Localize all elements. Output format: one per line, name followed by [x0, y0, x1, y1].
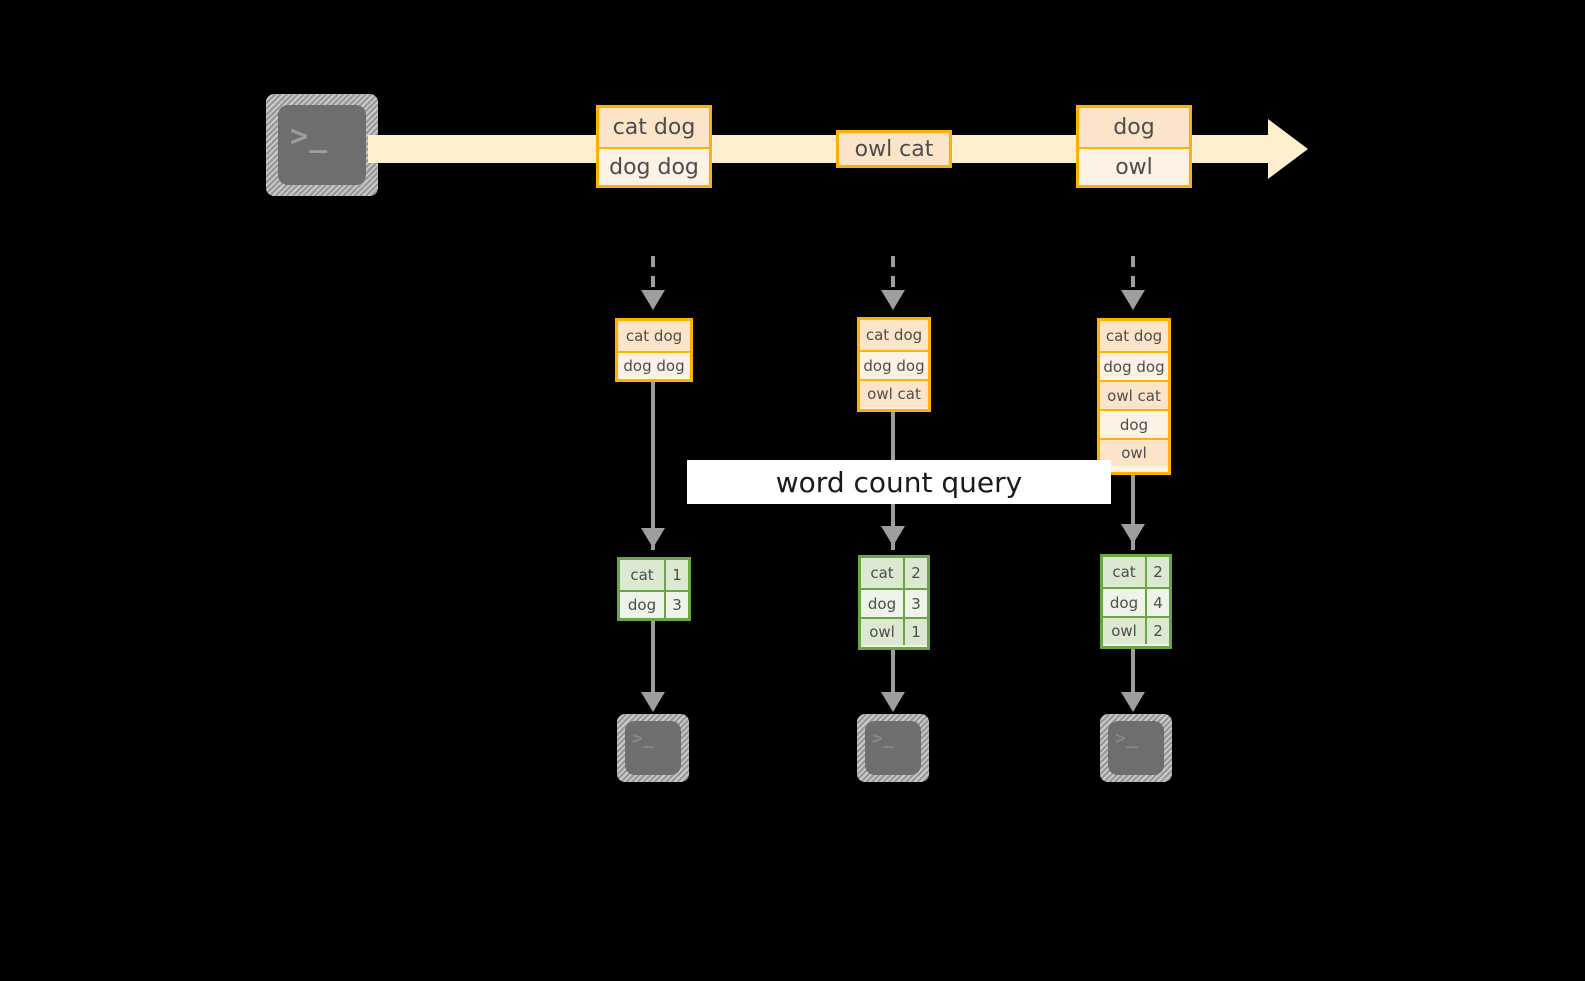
- stage-1-sink-terminal-icon: >_: [617, 714, 689, 782]
- stage-2-query-arrowhead-icon: [881, 526, 905, 546]
- count-word-cell: dog: [861, 590, 905, 617]
- count-row: cat 2: [1103, 557, 1169, 587]
- batch-record-row: cat dog: [618, 321, 690, 351]
- count-row: dog 3: [620, 590, 688, 618]
- stage-1-sink-connector: [651, 621, 655, 703]
- stage-1-query-arrowhead-icon: [641, 528, 665, 548]
- stage-3-query-connector: [1131, 475, 1135, 550]
- stage-3-sink-connector: [1131, 649, 1135, 703]
- count-value-cell: 1: [666, 560, 688, 590]
- batch-record-row: dog dog: [860, 350, 928, 379]
- stream-record-line: dog: [1079, 108, 1189, 147]
- stage-1-batch-box: cat dog dog dog: [615, 318, 693, 382]
- batch-record-row: owl: [1100, 438, 1168, 466]
- count-value-cell: 1: [905, 619, 927, 645]
- batch-record-row: cat dog: [860, 320, 928, 350]
- count-value-cell: 2: [1147, 618, 1169, 644]
- stream-record-line: cat dog: [599, 108, 709, 147]
- count-word-cell: cat: [620, 560, 666, 590]
- count-row: owl 2: [1103, 616, 1169, 644]
- stage-2-batch-box: cat dog dog dog owl cat: [857, 317, 931, 412]
- stream-record-2: owl cat: [836, 130, 952, 168]
- terminal-face: [278, 105, 366, 185]
- terminal-prompt-glyph: >_: [632, 728, 656, 749]
- stage-2-dashed-arrowhead-icon: [881, 290, 905, 310]
- stage-3-query-arrowhead-icon: [1121, 524, 1145, 544]
- count-row: cat 1: [620, 560, 688, 590]
- batch-record-row: dog dog: [1100, 351, 1168, 380]
- terminal-face: [865, 721, 921, 775]
- stream-record-1: cat dog dog dog: [596, 105, 712, 188]
- stage-1-dashed-arrowhead-icon: [641, 290, 665, 310]
- terminal-prompt-glyph: >_: [872, 728, 896, 749]
- stage-2-count-table: cat 2 dog 3 owl 1: [858, 555, 930, 650]
- stage-2-sink-terminal-icon: >_: [857, 714, 929, 782]
- terminal-prompt-glyph: >_: [1115, 728, 1139, 749]
- stage-3-dashed-arrowhead-icon: [1121, 290, 1145, 310]
- count-row: dog 4: [1103, 587, 1169, 616]
- stage-3-sink-arrowhead-icon: [1121, 692, 1145, 712]
- count-row: dog 3: [861, 588, 927, 617]
- stage-1-dashed-connector: [651, 256, 655, 292]
- count-word-cell: cat: [861, 558, 905, 588]
- batch-record-row: cat dog: [1100, 321, 1168, 351]
- count-row: cat 2: [861, 558, 927, 588]
- stream-record-line: dog dog: [599, 147, 709, 185]
- stage-3-dashed-connector: [1131, 256, 1135, 292]
- count-word-cell: cat: [1103, 557, 1147, 587]
- stage-3-count-table: cat 2 dog 4 owl 2: [1100, 554, 1172, 649]
- count-word-cell: owl: [1103, 618, 1147, 644]
- stream-record-3: dog owl: [1076, 105, 1192, 188]
- count-value-cell: 2: [1147, 557, 1169, 587]
- batch-record-row: owl cat: [1100, 380, 1168, 409]
- batch-record-row: owl cat: [860, 379, 928, 407]
- count-word-cell: dog: [1103, 589, 1147, 616]
- terminal-face: [1108, 721, 1164, 775]
- count-value-cell: 3: [666, 592, 688, 618]
- count-value-cell: 4: [1147, 589, 1169, 616]
- count-word-cell: owl: [861, 619, 905, 645]
- terminal-face: [625, 721, 681, 775]
- count-word-cell: dog: [620, 592, 666, 618]
- stage-2-sink-connector: [891, 650, 895, 703]
- batch-record-row: dog: [1100, 409, 1168, 438]
- count-value-cell: 2: [905, 558, 927, 588]
- stream-record-line: owl cat: [839, 133, 949, 165]
- stage-3-sink-terminal-icon: >_: [1100, 714, 1172, 782]
- count-value-cell: 3: [905, 590, 927, 617]
- query-label-text: word count query: [775, 465, 1023, 499]
- terminal-prompt-glyph: >_: [290, 119, 329, 154]
- stage-2-sink-arrowhead-icon: [881, 692, 905, 712]
- stage-1-count-table: cat 1 dog 3: [617, 557, 691, 621]
- stream-record-line: owl: [1079, 147, 1189, 185]
- stage-1-query-connector: [651, 382, 655, 550]
- stage-2-dashed-connector: [891, 256, 895, 292]
- batch-record-row: dog dog: [618, 351, 690, 379]
- stream-arrowhead-icon: [1268, 119, 1308, 179]
- source-terminal-icon: >_: [266, 94, 378, 196]
- count-row: owl 1: [861, 617, 927, 645]
- query-label-band: word count query: [687, 460, 1111, 504]
- stage-3-batch-box: cat dog dog dog owl cat dog owl: [1097, 318, 1171, 475]
- stage-1-sink-arrowhead-icon: [641, 692, 665, 712]
